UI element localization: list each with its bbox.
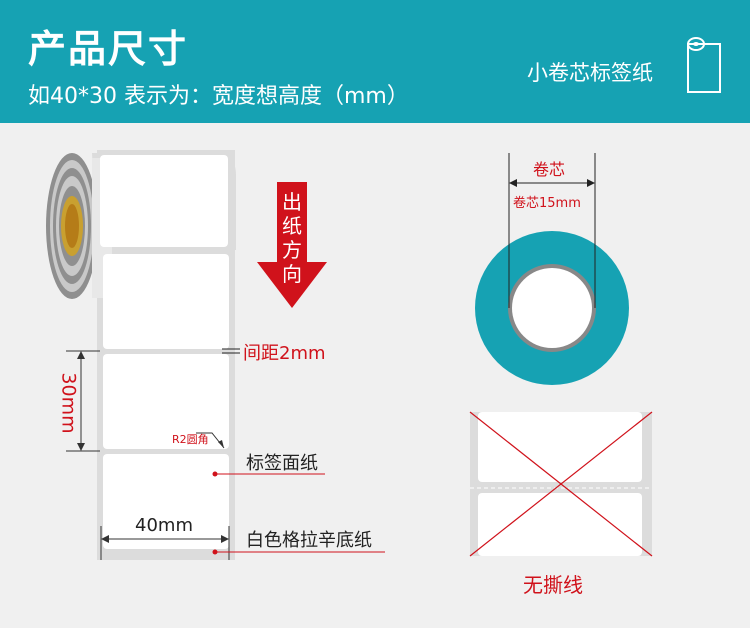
- core-title: 卷芯: [533, 160, 566, 179]
- page-subtitle: 如40*30 表示为：宽度想高度（mm）: [28, 84, 409, 109]
- backing-label: 白色格拉辛底纸: [246, 530, 372, 551]
- product-tag: 小卷芯标签纸: [527, 61, 653, 85]
- paper-roll-icon: [687, 37, 721, 93]
- label-sheet-2: [103, 254, 229, 349]
- core-diagram: [475, 153, 629, 385]
- roll-spiral: [46, 153, 98, 299]
- face-paper-label: 标签面纸: [246, 453, 318, 474]
- page-title: 产品尺寸: [28, 27, 189, 71]
- feed-direction-arrow: [257, 182, 327, 308]
- width-label: 40mm: [135, 515, 193, 536]
- tear-line-diagram: [469, 411, 653, 557]
- gap-label: 间距2mm: [243, 343, 326, 364]
- core-size-label: 卷芯15mm: [513, 196, 581, 211]
- height-label: 30mm: [57, 372, 80, 434]
- header-banner: 产品尺寸 如40*30 表示为：宽度想高度（mm） 小卷芯标签纸: [0, 0, 750, 123]
- label-sheet-3: [103, 354, 229, 449]
- no-tear-line-label: 无撕线: [523, 573, 583, 597]
- label-roll-diagram: [46, 150, 653, 560]
- corner-label: R2圆角: [172, 433, 209, 446]
- label-sheet-4: [103, 454, 229, 549]
- feed-direction-label: 出纸方向: [282, 190, 302, 286]
- label-sheet-1: [100, 155, 228, 247]
